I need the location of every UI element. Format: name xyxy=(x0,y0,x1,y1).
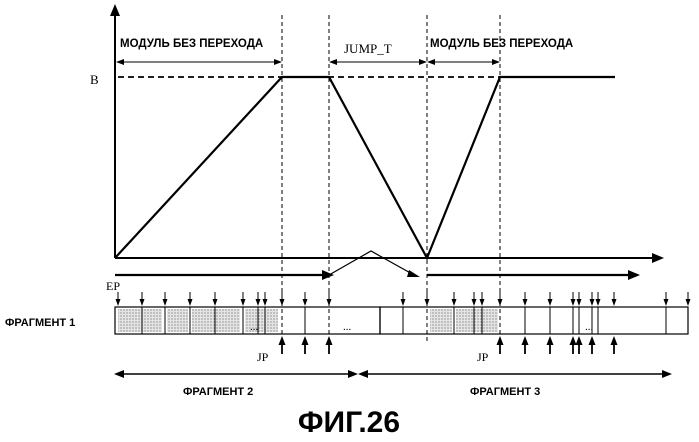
entry-marker-arrowhead xyxy=(472,299,477,306)
entry-marker-arrowhead xyxy=(686,299,691,306)
span-arrowhead xyxy=(358,370,368,378)
read-arrowhead-2 xyxy=(628,270,640,280)
jump-marker-arrowhead xyxy=(611,336,618,345)
figure-caption: ФИГ.26 xyxy=(298,406,400,439)
jump-marker-arrowhead xyxy=(497,336,504,345)
fragment2-label: ФРАГМЕНТ 2 xyxy=(183,386,253,398)
entry-marker-arrowhead xyxy=(577,299,582,306)
span-arrowhead xyxy=(427,59,435,65)
entry-marker-arrowhead xyxy=(480,299,485,306)
ellipsis-right: ... xyxy=(585,321,594,333)
stored-unit xyxy=(456,309,498,332)
jump-label: JUMP_T xyxy=(344,41,392,56)
fragment3-label: ФРАГМЕНТ 3 xyxy=(470,386,540,398)
jump-marker-arrowhead xyxy=(547,336,554,345)
strip-right xyxy=(380,307,688,334)
jump-arrowhead xyxy=(407,270,420,277)
entry-marker-arrowhead xyxy=(163,299,168,306)
read-arrowhead-1 xyxy=(322,270,334,280)
entry-marker-arrowhead xyxy=(590,299,595,306)
entry-marker-arrowhead xyxy=(241,299,246,306)
buffer-occupancy-curve xyxy=(115,77,615,258)
span-arrowhead xyxy=(348,370,358,378)
module-right-label: МОДУЛЬ БЕЗ ПЕРЕХОДА xyxy=(430,38,573,50)
entry-marker-arrowhead xyxy=(498,299,503,306)
entry-marker-arrowhead xyxy=(548,299,553,306)
jump-marker-arrowhead xyxy=(326,336,333,345)
fragment1-label: ФРАГМЕНТ 1 xyxy=(5,317,75,329)
ellipsis-left: ... xyxy=(250,321,259,333)
span-arrowhead xyxy=(492,59,500,65)
span-arrowhead xyxy=(662,370,672,378)
jump-marker-arrowhead xyxy=(576,336,583,345)
entry-marker-arrowhead xyxy=(213,299,218,306)
span-arrowhead xyxy=(116,59,124,65)
entry-marker-arrowhead xyxy=(116,299,121,306)
entry-marker-arrowhead xyxy=(327,299,332,306)
ellipsis-mid: ... xyxy=(343,321,352,333)
span-arrowhead xyxy=(329,59,337,65)
jump-marker-arrowhead xyxy=(302,336,309,345)
entry-marker-arrowhead xyxy=(612,299,617,306)
module-left-label: МОДУЛЬ БЕЗ ПЕРЕХОДА xyxy=(120,38,263,50)
jump-marker-arrowhead xyxy=(279,336,286,345)
entry-marker-arrowhead xyxy=(280,299,285,306)
entry-marker-arrowhead xyxy=(140,299,145,306)
entry-marker-arrowhead xyxy=(664,299,669,306)
entry-marker-arrowhead xyxy=(596,299,601,306)
jump-marker-arrowhead xyxy=(522,336,529,345)
jump-path xyxy=(329,251,414,275)
entry-marker-arrowhead xyxy=(452,299,457,306)
stored-unit xyxy=(118,309,162,332)
entry-marker-arrowhead xyxy=(523,299,528,306)
jp-right-label: JP xyxy=(477,350,489,364)
stored-unit xyxy=(430,309,452,332)
stored-unit xyxy=(167,309,188,332)
entry-marker-arrowhead xyxy=(256,299,261,306)
b-level-label: B xyxy=(90,72,99,87)
x-axis-arrowhead xyxy=(652,253,664,263)
top-spans xyxy=(116,59,500,65)
entry-point-markers xyxy=(116,292,691,306)
entry-marker-arrowhead xyxy=(188,299,193,306)
fragment-spans xyxy=(114,370,672,378)
span-arrowhead xyxy=(274,59,282,65)
entry-marker-arrowhead xyxy=(571,299,576,306)
stored-unit xyxy=(192,309,240,332)
guide-lines xyxy=(282,15,500,342)
y-axis-arrowhead xyxy=(110,4,120,16)
jump-point-markers xyxy=(279,336,618,354)
jump-marker-arrowhead xyxy=(570,336,577,345)
entry-marker-arrowhead xyxy=(263,299,268,306)
entry-marker-arrowhead xyxy=(401,299,406,306)
span-arrowhead xyxy=(419,59,427,65)
jump-marker-arrowhead xyxy=(589,336,596,345)
span-arrowhead xyxy=(114,370,124,378)
entry-marker-arrowhead xyxy=(303,299,308,306)
jp-left-label: JP xyxy=(257,350,269,364)
entry-marker-arrowhead xyxy=(425,299,430,306)
read-path xyxy=(115,251,640,280)
fragment1-strip xyxy=(115,307,688,334)
ep-label: EP xyxy=(106,279,120,293)
